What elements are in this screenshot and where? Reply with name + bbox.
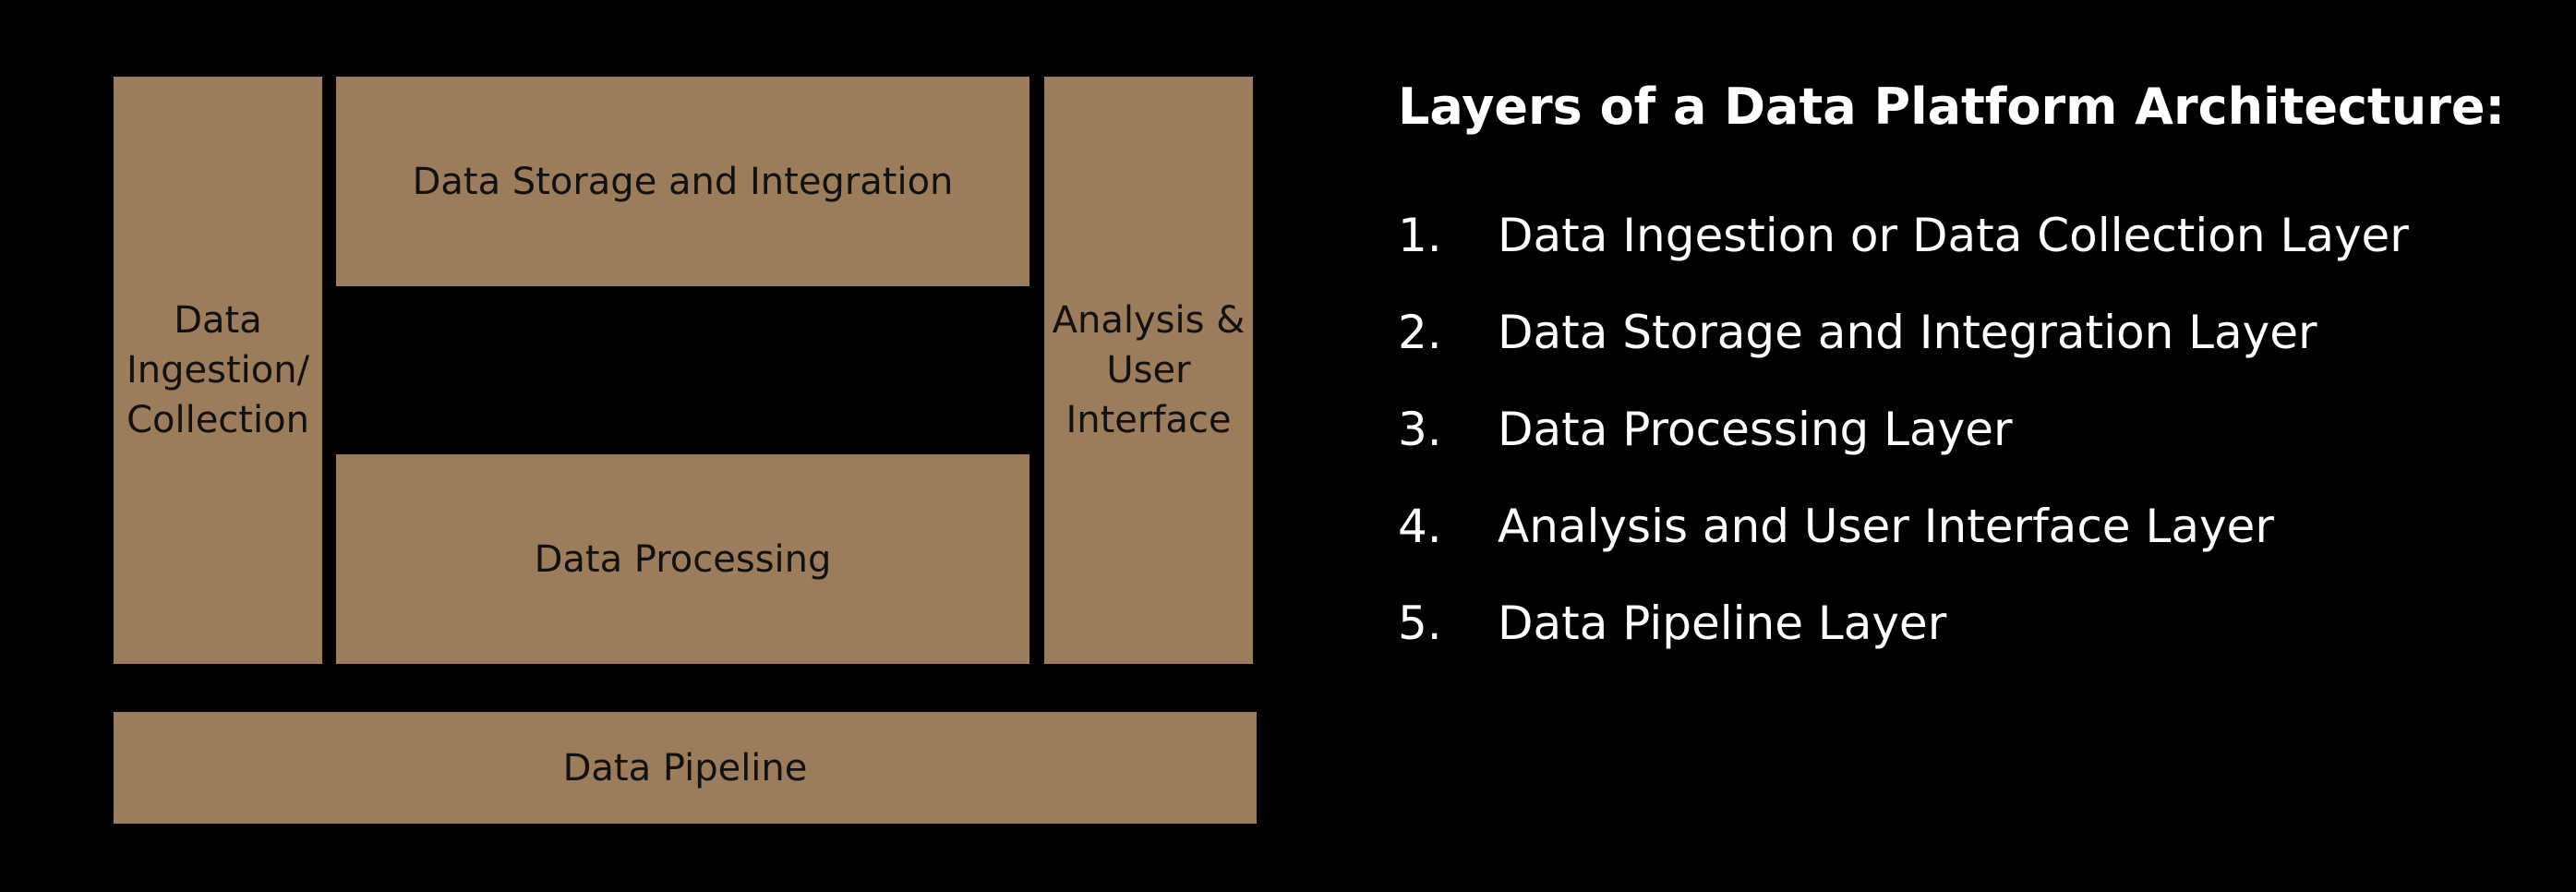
block-label: Data Storage and Integration	[412, 160, 954, 203]
block-data-storage-integration: Data Storage and Integration	[336, 77, 1029, 286]
list-item-number: 1.	[1398, 209, 1442, 262]
list-item-number: 5.	[1398, 597, 1442, 650]
block-data-ingestion-collection: Data Ingestion/ Collection	[114, 77, 322, 664]
list-item-text: Analysis and User Interface Layer	[1498, 500, 2274, 553]
list-item-number: 3.	[1398, 403, 1442, 456]
block-label: Data Ingestion/ Collection	[126, 299, 310, 441]
list-item-text: Data Pipeline Layer	[1498, 597, 1947, 650]
list-item-number: 4.	[1398, 500, 1442, 553]
list-item-number: 2.	[1398, 306, 1442, 359]
block-analysis-user-interface: Analysis & User Interface	[1044, 77, 1253, 664]
block-label: Data Processing	[534, 537, 832, 581]
list-item-text: Data Processing Layer	[1498, 403, 2013, 456]
block-data-processing: Data Processing	[336, 454, 1029, 664]
panel-heading: Layers of a Data Platform Architecture:	[1398, 78, 2506, 136]
block-data-pipeline: Data Pipeline	[114, 712, 1257, 824]
block-label: Data Pipeline	[562, 746, 808, 790]
block-label: Analysis & User Interface	[1052, 299, 1246, 441]
list-item-text: Data Ingestion or Data Collection Layer	[1498, 209, 2409, 262]
list-item-text: Data Storage and Integration Layer	[1498, 306, 2317, 359]
